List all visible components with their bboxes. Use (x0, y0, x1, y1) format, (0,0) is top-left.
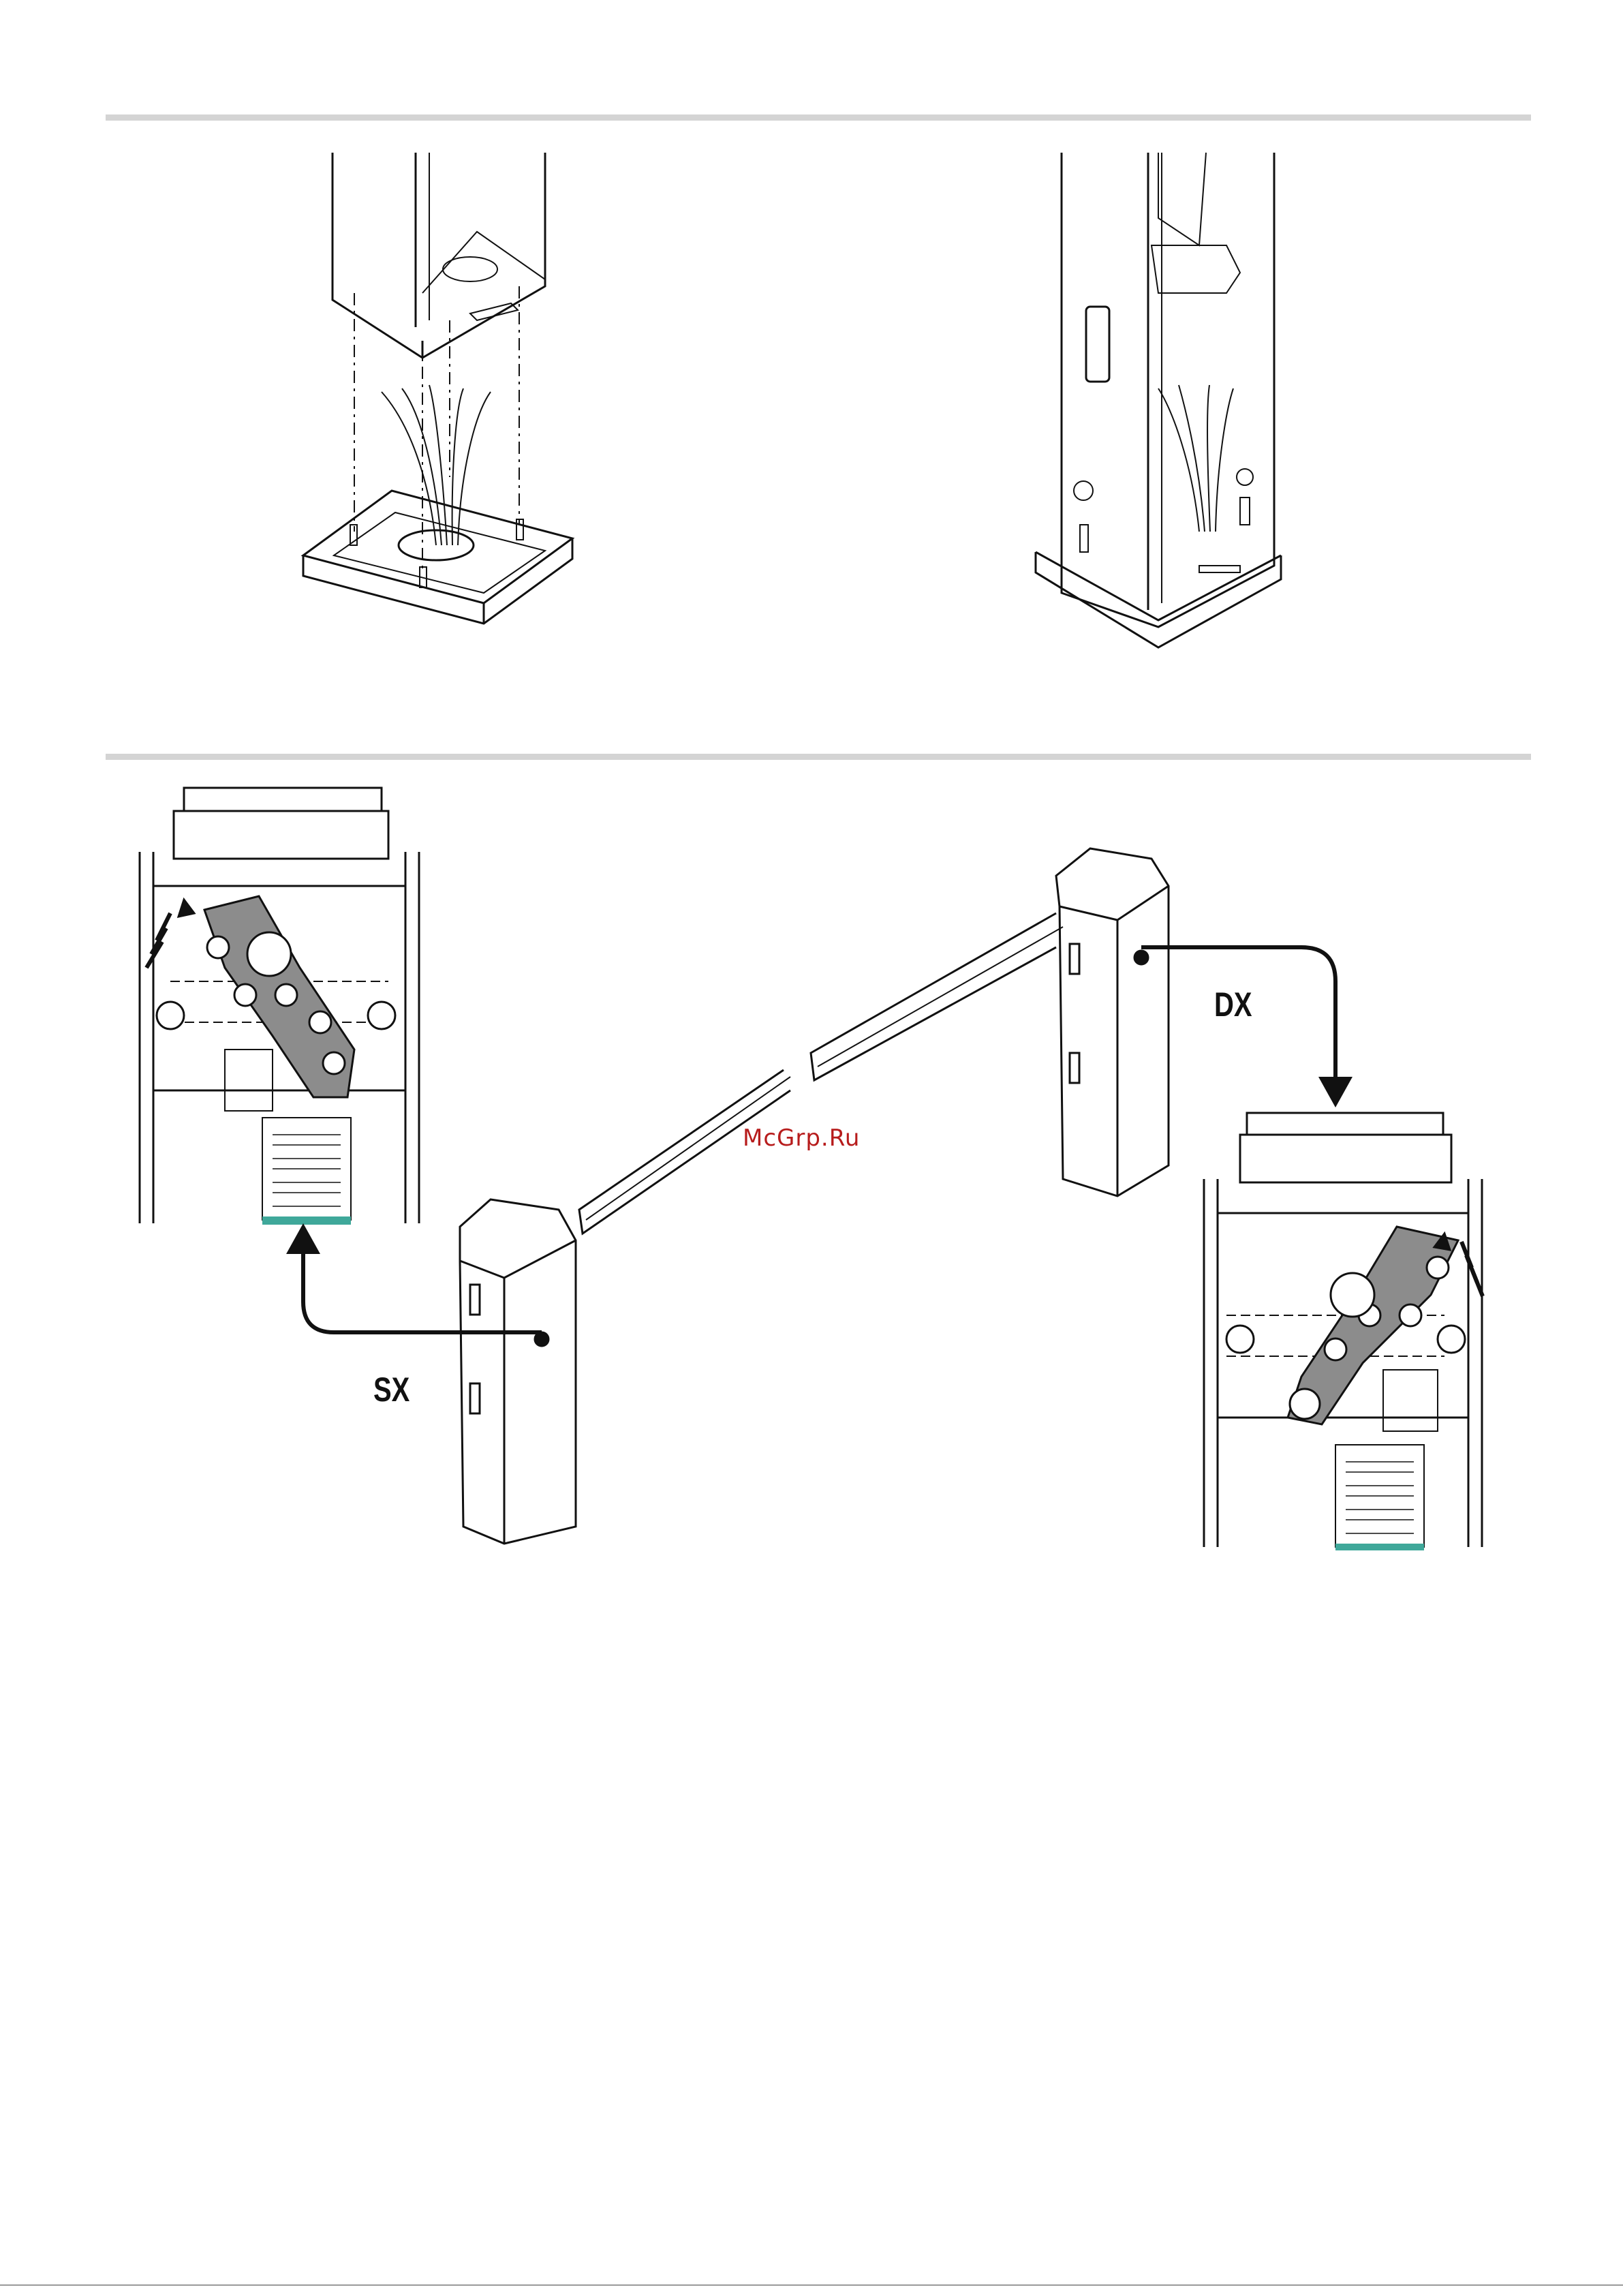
dx-label: DX (1214, 985, 1252, 1024)
arrow-head-left (286, 1223, 320, 1254)
barrier-boom (579, 913, 1063, 1234)
sx-label: SX (373, 1370, 409, 1409)
arrow-head-right (1318, 1077, 1352, 1107)
cabinet-installed-drawing (1036, 153, 1281, 647)
barrier-cabinet-left (460, 1199, 576, 1544)
watermark: McGrp.Ru (743, 1124, 860, 1152)
mechanism-detail-left (140, 788, 419, 1225)
cabinet-lowering-drawing (303, 153, 572, 624)
page-footer-line (0, 2284, 1623, 2286)
mechanism-detail-right (1204, 1113, 1483, 1550)
barrier-cabinet-right (1056, 848, 1169, 1196)
